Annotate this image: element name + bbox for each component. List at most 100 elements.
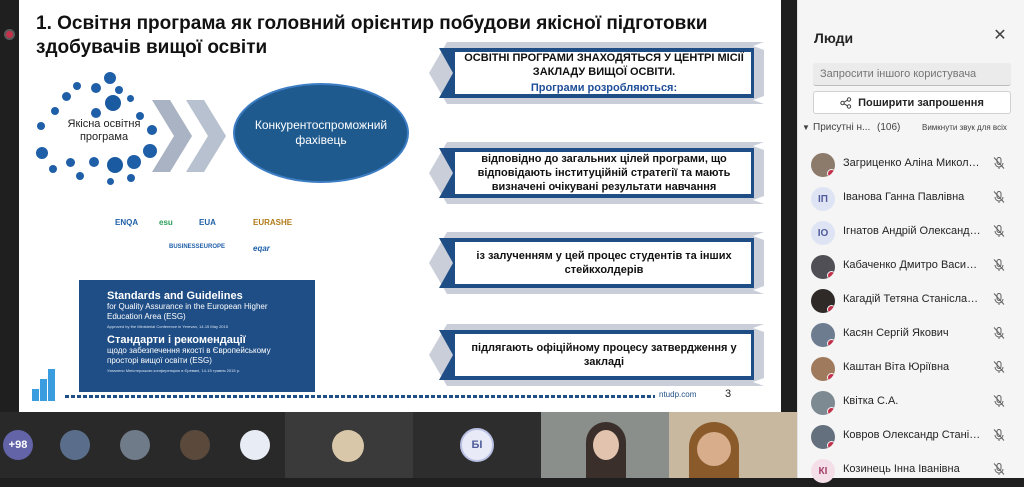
ring-label: Якісна освітня програма: [67, 118, 141, 143]
footer-line: [65, 395, 655, 398]
bars-logo-icon: [32, 365, 62, 401]
avatar: [811, 425, 835, 449]
logo-esu: esu: [159, 218, 173, 227]
esg-title-ua: Стандарти і рекомендації: [107, 334, 246, 346]
banner-shape-2: [429, 142, 764, 204]
presence-busy-icon: [827, 441, 835, 449]
presence-busy-icon: [827, 373, 835, 381]
list-item[interactable]: Каштан Віта Юріївна: [798, 351, 1024, 385]
share-invite-label: Поширити запрошення: [858, 96, 984, 109]
mic-off-icon[interactable]: [992, 190, 1006, 204]
slide-url: ntudp.com: [659, 390, 697, 399]
share-invite-button[interactable]: Поширити запрошення: [813, 91, 1011, 114]
participant-name: Кабаченко Дмитро Васильо...: [843, 259, 983, 271]
video-tile-1[interactable]: [285, 412, 413, 478]
list-item[interactable]: Касян Сергій Якович: [798, 317, 1024, 351]
esg-sub-ua: щодо забезпечення якості в Європейському…: [107, 346, 271, 365]
participant-thumb-4[interactable]: [240, 430, 270, 460]
partner-logos: ENQA esu EUA EURASHE BUSINESSEUROPE eqar: [111, 212, 293, 262]
video-tile-3[interactable]: [541, 412, 669, 478]
attendees-section-header[interactable]: ▼ Присутні н... (106) Вимкнути звук для …: [802, 121, 1022, 137]
participant-name: Козинець Інна Іванівна: [843, 463, 960, 475]
participant-thumb-1[interactable]: [60, 430, 90, 460]
banner-4-main: підлягають офіційному процесу затверджен…: [471, 342, 737, 368]
avatar-initials: КІ: [818, 465, 828, 477]
list-item[interactable]: ІО Ігнатов Андрій Олександро...: [798, 215, 1024, 249]
share-icon: [840, 96, 852, 109]
slide-page-number: 3: [725, 388, 732, 400]
logo-eua: EUA: [199, 218, 216, 227]
banner-3-text: із залученням у цей процес студентів та …: [459, 232, 749, 294]
mic-off-icon[interactable]: [992, 462, 1006, 476]
avatar: [811, 323, 835, 347]
shared-slide: 1. Освітня програма як головний орієнтир…: [19, 0, 781, 412]
banner-shape-4: [429, 324, 764, 386]
mic-off-icon[interactable]: [992, 156, 1006, 170]
chevron-arrows-icon: [152, 100, 226, 172]
invite-input[interactable]: [813, 63, 1011, 86]
esg-title-en: Standards and Guidelines: [107, 290, 243, 302]
list-item[interactable]: КІ Козинець Інна Іванівна: [798, 453, 1024, 487]
meeting-stage: 1. Освітня програма як головний орієнтир…: [4, 0, 781, 412]
avatar: [811, 153, 835, 177]
esg-tiny-ua: Ухвалено Міністерською конференцією в Єр…: [107, 368, 241, 373]
participant-name: Квітка С.А.: [843, 395, 899, 407]
participant-name: Іванова Ганна Павлівна: [843, 191, 965, 203]
panel-title: Люди: [814, 30, 854, 46]
target-ellipse: Конкурентоспроможний фахівець: [233, 83, 409, 183]
mic-off-icon[interactable]: [992, 258, 1006, 272]
participant-initials-avatar: БІ: [460, 428, 494, 462]
mic-off-icon[interactable]: [992, 360, 1006, 374]
list-item[interactable]: Ковров Олександр Станісл...: [798, 419, 1024, 453]
participant-thumb-3[interactable]: [180, 430, 210, 460]
more-participants-button[interactable]: +98: [3, 430, 33, 460]
avatar: ІП: [811, 187, 835, 211]
esg-cover: Standards and Guidelines for Quality Ass…: [79, 280, 315, 392]
avatar-initials: ІП: [818, 193, 828, 205]
video-tile-4[interactable]: [669, 412, 797, 478]
logo-businesseurope: BUSINESSEUROPE: [169, 244, 226, 250]
avatar: ІО: [811, 221, 835, 245]
banner-2-main: відповідно до загальних цілей програми, …: [477, 153, 731, 193]
chevron-down-icon: ▼: [802, 123, 810, 132]
participant-name: Загриценко Аліна Миколаї...: [843, 157, 983, 169]
banner-shape-3: [429, 232, 764, 294]
section-count: (106): [877, 122, 901, 133]
list-item[interactable]: ІП Іванова Ганна Павлівна: [798, 181, 1024, 215]
presence-busy-icon: [827, 169, 835, 177]
recording-indicator-icon: [4, 29, 15, 40]
participant-name: Ігнатов Андрій Олександро...: [843, 225, 983, 237]
close-icon[interactable]: ✕: [993, 27, 1007, 44]
list-item[interactable]: Загриценко Аліна Миколаї...: [798, 147, 1024, 181]
dot-ring-graphic: [19, 0, 189, 200]
mic-off-icon[interactable]: [992, 326, 1006, 340]
banner-1: ОСВІТНІ ПРОГРАМИ ЗНАХОДЯТЬСЯ У ЦЕНТРІ МІ…: [419, 42, 764, 104]
presence-busy-icon: [827, 407, 835, 415]
mic-off-icon[interactable]: [992, 224, 1006, 238]
people-panel: Люди ✕ Поширити запрошення ▼ Присутні н.…: [797, 0, 1024, 483]
list-item[interactable]: Квітка С.А.: [798, 385, 1024, 419]
slide-title: 1. Освітня програма як головний орієнтир…: [36, 13, 708, 58]
mute-all-link[interactable]: Вимкнути звук для всіх: [922, 123, 1007, 132]
logo-eurashe: EURASHE: [253, 218, 293, 227]
avatar-initials: ІО: [817, 227, 829, 239]
esg-sub-en: for Quality Assurance in the European Hi…: [107, 302, 268, 321]
participant-thumb-2[interactable]: [120, 430, 150, 460]
logo-eqar: eqar: [253, 244, 270, 253]
banner-1-main: ОСВІТНІ ПРОГРАМИ ЗНАХОДЯТЬСЯ У ЦЕНТРІ МІ…: [464, 52, 744, 78]
banner-2: відповідно до загальних цілей програми, …: [419, 142, 764, 204]
banner-2-text: відповідно до загальних цілей програми, …: [459, 142, 749, 204]
participant-name: Ковров Олександр Станісл...: [843, 429, 983, 441]
presence-busy-icon: [827, 305, 835, 313]
list-item[interactable]: Кагадій Тетяна Станіславівна: [798, 283, 1024, 317]
banner-1-text: ОСВІТНІ ПРОГРАМИ ЗНАХОДЯТЬСЯ У ЦЕНТРІ МІ…: [459, 42, 749, 104]
mic-off-icon[interactable]: [992, 292, 1006, 306]
participant-name: Касян Сергій Якович: [843, 327, 949, 339]
banner-3: із залученням у цей процес студентів та …: [419, 232, 764, 294]
mic-off-icon[interactable]: [992, 428, 1006, 442]
list-item[interactable]: Кабаченко Дмитро Васильо...: [798, 249, 1024, 283]
esg-tiny-en: Approved by the Ministerial Conference i…: [107, 324, 228, 329]
mic-off-icon[interactable]: [992, 394, 1006, 408]
presence-busy-icon: [827, 339, 835, 347]
banner-4: підлягають офіційному процесу затверджен…: [419, 324, 764, 386]
